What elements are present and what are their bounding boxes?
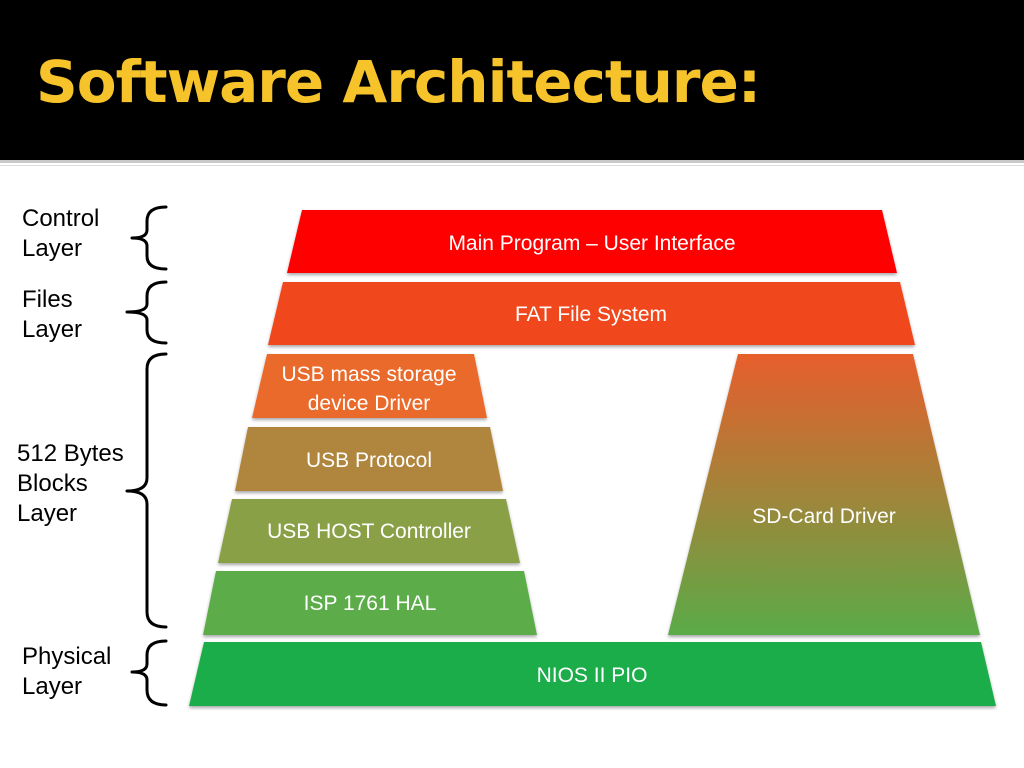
brace-physical [130,639,168,707]
brace-blocks [125,352,168,629]
brace-files [125,280,168,345]
block-main-program [287,210,897,273]
layer-label-line: Files [22,286,73,313]
block-nios-ii-pio [189,642,996,706]
title-bar: Software Architecture: [0,0,1024,160]
block-fat-file-system [268,282,915,345]
block-label-fat-file-system: FAT File System [515,303,667,326]
layer-label-line: Layer [17,500,78,527]
block-label-usb-mass-storage-line1: USB mass storage [281,363,456,386]
block-label-usb-host-controller: USB HOST Controller [267,520,471,543]
block-label-usb-protocol: USB Protocol [306,449,432,472]
block-usb-host-controller [218,499,520,563]
block-isp-1761-hal [203,571,537,635]
layer-label-line: Blocks [17,470,88,497]
layer-label-line: Layer [22,235,83,262]
block-usb-mass-storage-driver [252,354,487,418]
block-label-main-program: Main Program – User Interface [448,232,735,255]
layer-label-line: Layer [22,316,83,343]
block-label-isp-1761-hal: ISP 1761 HAL [304,592,437,615]
title-divider-thin [0,165,1024,166]
layer-label-control: Control Layer [22,204,99,264]
slide-title: Software Architecture: [36,48,761,116]
brace-control [130,205,168,271]
block-label-usb-mass-storage-line2: device Driver [308,392,431,415]
layer-label-line: Physical [22,643,112,670]
block-usb-protocol [235,427,503,491]
layer-label-files: Files Layer [22,285,82,345]
block-label-sd-card-driver: SD-Card Driver [752,505,896,528]
layer-label-line: Control [22,205,100,232]
title-divider [0,160,1024,163]
layer-label-line: Layer [22,673,83,700]
block-sd-card-driver [668,354,980,635]
layer-label-blocks: 512 Bytes Blocks Layer [17,439,124,529]
block-label-nios-ii-pio: NIOS II PIO [537,664,648,687]
layer-label-physical: Physical Layer [22,642,111,702]
layer-label-line: 512 Bytes [17,440,124,467]
